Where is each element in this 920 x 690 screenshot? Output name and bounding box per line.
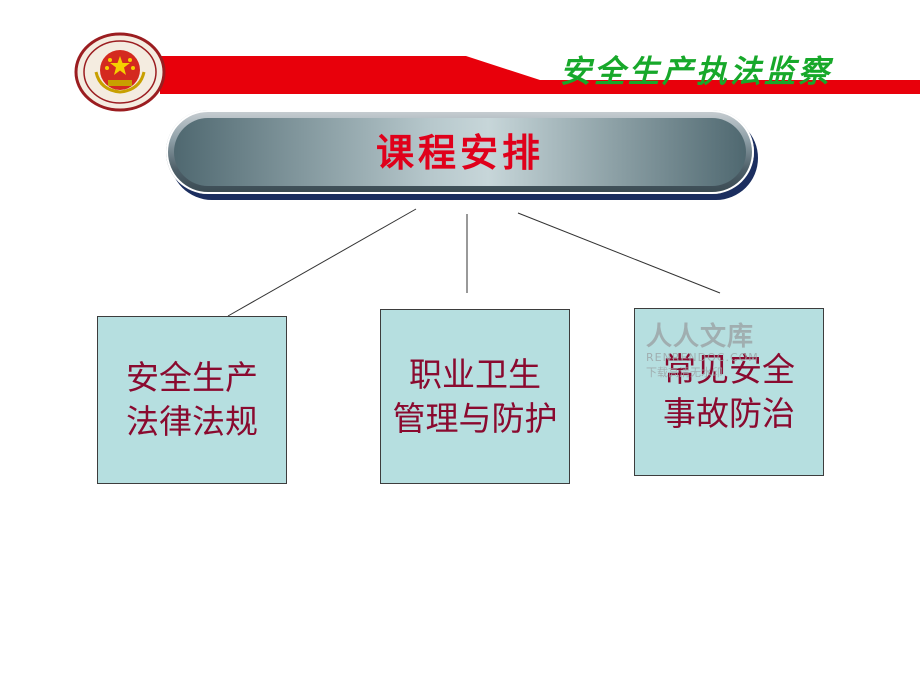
emblem-seal-icon bbox=[74, 32, 166, 112]
course-banner-inner bbox=[174, 118, 746, 186]
banner-title: 课程安排 bbox=[375, 131, 544, 175]
watermark-tagline: 下载高清无水印 bbox=[646, 366, 723, 379]
course-banner: 课程安排 bbox=[166, 110, 754, 194]
topic-line: 职业卫生 bbox=[409, 354, 541, 394]
watermark: 人人文库 RENRENDOC.COM 下载高清无水印 bbox=[646, 316, 759, 380]
topic-line: 安全生产 bbox=[126, 358, 258, 397]
header-title: 安全生产执法监察 bbox=[560, 54, 832, 90]
topic-line: 常见安全 bbox=[663, 350, 795, 389]
header-red-band bbox=[160, 56, 920, 94]
connector-right bbox=[517, 212, 721, 294]
topic-label: 职业卫生 管理与防护 bbox=[393, 353, 558, 441]
connector-left bbox=[227, 208, 417, 317]
watermark-main: 人人文库 bbox=[646, 322, 755, 352]
topic-line: 法律法规 bbox=[126, 402, 258, 441]
topic-line: 管理与防护 bbox=[392, 398, 558, 438]
topic-label: 常见安全 事故防治 bbox=[663, 348, 795, 436]
topic-box-occupational-health: 职业卫生 管理与防护 bbox=[380, 309, 570, 484]
topic-line: 事故防治 bbox=[663, 394, 795, 433]
topic-box-accident-prevention: 常见安全 事故防治 bbox=[634, 308, 824, 476]
topic-box-law: 安全生产 法律法规 bbox=[97, 316, 287, 484]
watermark-domain: RENRENDOC.COM bbox=[646, 351, 759, 364]
topic-label: 安全生产 法律法规 bbox=[126, 356, 258, 444]
header-bar bbox=[160, 56, 920, 94]
